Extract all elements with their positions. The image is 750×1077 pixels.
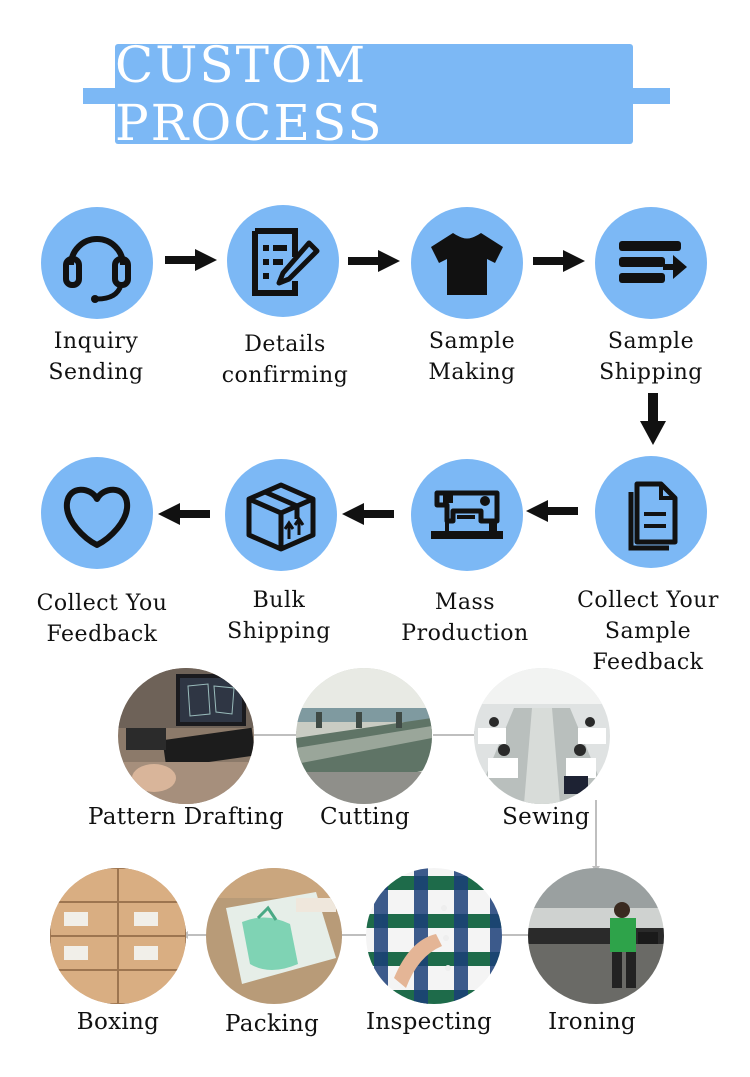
step-details-line1: Details	[244, 332, 326, 357]
step-bulk-shipping-line2: Shipping	[227, 619, 331, 644]
step-sample-making-circle	[411, 207, 523, 319]
step-details-label: Details confirming	[190, 329, 380, 391]
arrow-right-3	[533, 250, 585, 272]
ironing-label: Ironing	[548, 1009, 636, 1035]
step-bulk-shipping-line1: Bulk	[252, 588, 306, 613]
header-bar-left	[83, 88, 123, 104]
arrow-down	[640, 393, 666, 445]
shipping-lines-icon	[619, 241, 687, 283]
step-feedback-line1: Collect You	[36, 591, 168, 616]
tshirt-icon	[431, 232, 503, 295]
step-feedback-circle	[41, 457, 153, 569]
packing-label: Packing	[225, 1011, 319, 1037]
step-mass-production-circle	[411, 459, 523, 571]
step-sample-shipping-circle	[595, 207, 707, 319]
boxing-label: Boxing	[76, 1009, 160, 1035]
pattern-drafting-label: Pattern Drafting	[88, 804, 284, 830]
arrow-left-2	[342, 503, 394, 525]
step-sample-making-label: Sample Making	[377, 326, 567, 388]
document-edit-icon	[252, 228, 320, 296]
step-feedback-line2: Feedback	[46, 622, 158, 647]
sewing-photo	[474, 668, 610, 804]
step-mass-production-label: Mass Production	[370, 587, 560, 649]
sewing-label: Sewing	[502, 804, 590, 830]
inspecting-photo	[366, 868, 502, 1004]
step-sample-shipping-label: Sample Shipping	[556, 326, 746, 388]
step-inquiry-circle	[41, 207, 153, 319]
step-sample-feedback-line2: Sample Feedback	[592, 619, 704, 675]
step-feedback-label: Collect You Feedback	[7, 588, 197, 650]
step-sample-shipping-line1: Sample	[607, 329, 695, 354]
step-sample-feedback-label: Collect Your Sample Feedback	[546, 585, 750, 678]
step-bulk-shipping-label: Bulk Shipping	[184, 585, 374, 647]
step-inquiry-line2: Sending	[48, 360, 144, 385]
arrow-left-3	[158, 503, 210, 525]
document-icon	[628, 481, 678, 551]
packing-photo	[206, 868, 342, 1004]
heart-icon	[63, 486, 131, 548]
step-mass-production-line2: Production	[401, 621, 529, 646]
page-title: CUSTOM PROCESS	[115, 36, 633, 152]
inspecting-label: Inspecting	[365, 1009, 493, 1035]
step-inquiry-line1: Inquiry	[53, 329, 139, 354]
header-bar-right	[625, 88, 670, 104]
headset-icon	[63, 236, 131, 303]
pattern-drafting-photo	[118, 668, 254, 804]
step-details-line2: confirming	[221, 363, 349, 388]
arrow-right-2	[348, 250, 400, 272]
ironing-photo	[528, 868, 664, 1004]
sewing-machine-icon	[431, 490, 503, 539]
boxing-photo	[50, 868, 186, 1004]
arrow-left-1	[526, 500, 578, 522]
step-sample-feedback-line1: Collect Your	[577, 588, 719, 613]
cutting-label: Cutting	[320, 804, 410, 830]
step-inquiry-label: Inquiry Sending	[1, 326, 191, 388]
arrow-right-1	[165, 249, 217, 271]
box-icon	[246, 482, 316, 552]
step-mass-production-line1: Mass	[434, 590, 496, 615]
step-sample-shipping-line2: Shipping	[599, 360, 703, 385]
step-sample-making-line2: Making	[428, 360, 516, 385]
step-details-circle	[227, 205, 339, 317]
step-sample-feedback-circle	[595, 456, 707, 568]
step-bulk-shipping-circle	[225, 459, 337, 571]
cutting-photo	[296, 668, 432, 804]
step-sample-making-line1: Sample	[428, 329, 516, 354]
